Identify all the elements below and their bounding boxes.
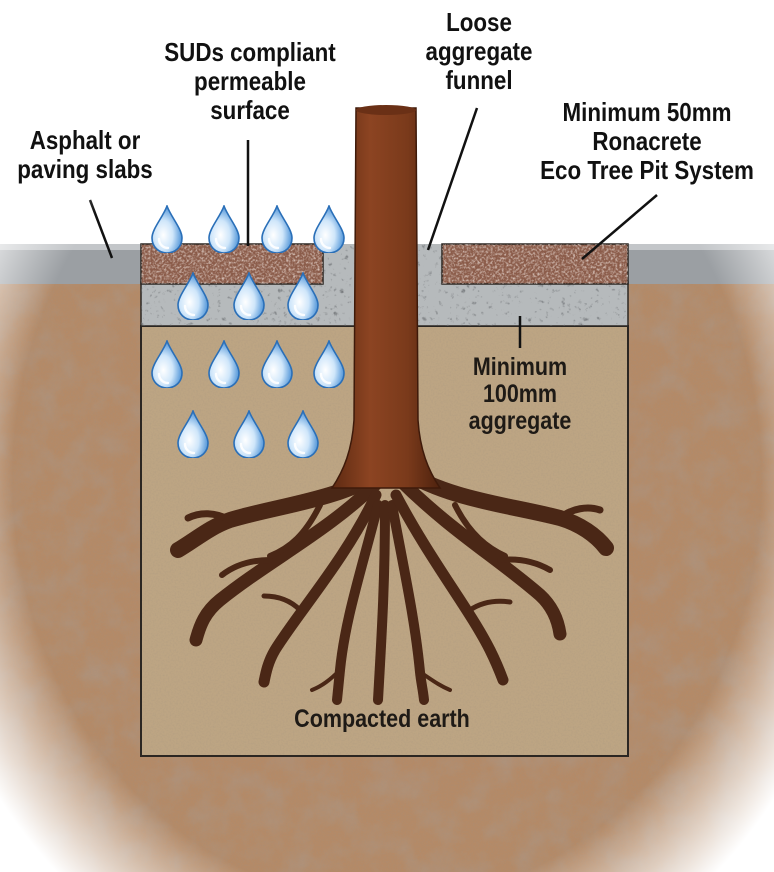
label-asphalt: Asphalt or paving slabs <box>17 125 153 184</box>
label-aggregate-funnel: Loose aggregate funnel <box>425 7 533 95</box>
label-compacted-earth: Compacted earth <box>294 705 470 733</box>
label-suds-surface: SUDs compliant permeable surface <box>164 37 336 125</box>
label-ronacrete: Minimum 50mm Ronacrete Eco Tree Pit Syst… <box>540 97 754 185</box>
label-min-aggregate: Minimum 100mm aggregate <box>468 353 572 435</box>
